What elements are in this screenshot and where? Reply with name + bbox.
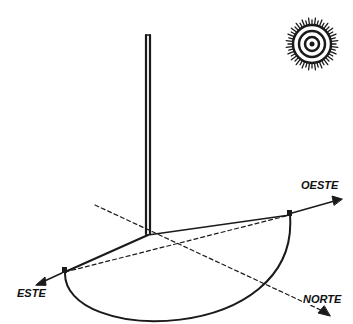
stick xyxy=(146,34,150,36)
sun-ray xyxy=(291,54,294,56)
sun-ray xyxy=(329,54,332,56)
east-arrowhead xyxy=(36,277,46,285)
sun-ray xyxy=(326,27,329,30)
sun-ray xyxy=(295,58,298,61)
sun-ray xyxy=(314,18,316,24)
ground-arc xyxy=(65,215,290,321)
direction-label: OESTE xyxy=(300,180,339,191)
sun-ray xyxy=(332,40,338,42)
sun-ray xyxy=(326,58,329,61)
sun-ray xyxy=(288,34,294,36)
sun-ray xyxy=(288,52,294,54)
sun-ray xyxy=(300,23,302,26)
shadow-line xyxy=(148,215,290,235)
sun-ray xyxy=(332,46,338,48)
sun-ray xyxy=(322,23,324,26)
stick xyxy=(145,35,147,234)
sun-ray xyxy=(317,63,318,67)
sun-ray xyxy=(288,43,292,44)
sun-ray xyxy=(311,64,312,68)
sun-ray xyxy=(328,56,333,60)
sun-ray xyxy=(330,34,336,36)
sun-ray xyxy=(308,18,310,24)
north-line xyxy=(95,205,325,312)
sun-ray xyxy=(332,43,336,44)
sun-ray xyxy=(311,20,312,24)
sun-ray xyxy=(324,60,328,65)
sun-ray xyxy=(329,32,332,34)
sun-ray xyxy=(302,20,304,26)
sun-ray xyxy=(296,60,300,65)
sun-ray xyxy=(331,38,335,39)
sun-ray xyxy=(291,56,296,60)
shadow-line xyxy=(65,235,148,272)
sun-ray xyxy=(291,32,294,34)
sun-ray xyxy=(296,23,300,28)
direction-label: ESTE xyxy=(16,288,47,299)
sun-ray xyxy=(295,27,298,30)
sun-ray xyxy=(289,38,293,39)
stick xyxy=(149,35,151,234)
sun-ray xyxy=(317,21,318,25)
sun-symbol xyxy=(286,18,338,70)
sun-ray xyxy=(320,62,322,68)
sun-ray xyxy=(291,28,296,32)
sun-ray xyxy=(322,61,324,64)
marker-peg xyxy=(62,267,67,273)
north-arrowhead xyxy=(318,306,330,316)
sun-ray xyxy=(286,46,292,48)
sun-ray xyxy=(324,23,328,28)
sun-ray xyxy=(306,21,307,25)
sun-ray xyxy=(300,61,302,64)
sun-ray xyxy=(331,49,335,50)
west-arrowhead xyxy=(332,196,342,205)
sun-ray xyxy=(286,40,292,42)
sun-ray xyxy=(302,62,304,68)
sun-ray xyxy=(289,49,293,50)
west-arrow xyxy=(292,200,338,213)
sun-ray xyxy=(314,64,316,70)
sun-ray xyxy=(328,28,333,32)
direction-label: NORTE xyxy=(302,294,342,305)
sun-ray xyxy=(308,64,310,70)
sun-ray xyxy=(306,63,307,67)
sun-ray xyxy=(330,52,336,54)
sun-ray xyxy=(320,20,322,26)
